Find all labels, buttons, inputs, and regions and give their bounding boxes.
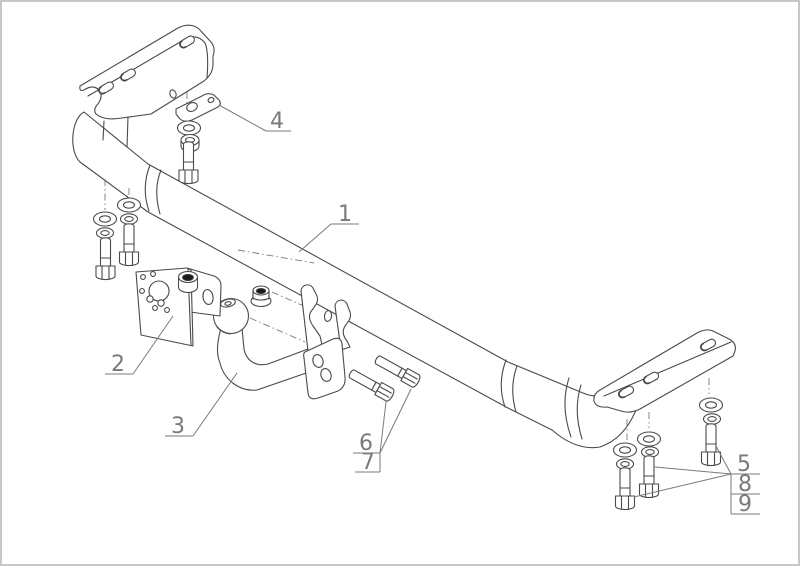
callout-6-7: 6 7 bbox=[353, 388, 412, 475]
callout-1: 1 bbox=[298, 202, 359, 253]
ball-neck bbox=[216, 327, 313, 391]
hex-bolt bbox=[614, 467, 636, 511]
hex-bolt bbox=[372, 352, 423, 389]
flat-washer bbox=[636, 431, 662, 447]
callout-7-label: 7 bbox=[361, 450, 375, 475]
hex-bolt bbox=[95, 237, 116, 281]
gusset-line bbox=[102, 120, 105, 141]
lock-washer bbox=[702, 413, 722, 425]
right-fastener-stacks bbox=[612, 378, 724, 511]
spacer-plate-assembly bbox=[175, 92, 221, 185]
callout-3: 3 bbox=[165, 372, 238, 439]
flat-washer bbox=[176, 120, 202, 136]
crossbar-tube bbox=[72, 111, 637, 449]
hex-bolt bbox=[346, 366, 397, 403]
gusset-line bbox=[126, 116, 129, 148]
flat-washer bbox=[698, 397, 724, 413]
callout-5-label: 5 bbox=[737, 452, 751, 477]
callout-5-8-9: 5 8 9 bbox=[633, 445, 760, 517]
flat-washer bbox=[116, 197, 142, 213]
left-fastener-stacks bbox=[92, 179, 142, 281]
callout-9-label: 9 bbox=[738, 492, 752, 517]
weld-seam-elbow bbox=[564, 377, 583, 440]
left-mounting-plate bbox=[79, 24, 215, 148]
callout-4-label: 4 bbox=[270, 109, 284, 134]
hex-bolts-6-7 bbox=[346, 352, 423, 403]
hex-bolt bbox=[700, 423, 722, 467]
callout-4: 4 bbox=[218, 104, 291, 134]
callout-2: 2 bbox=[105, 315, 174, 377]
callout-1-label: 1 bbox=[338, 202, 352, 227]
callout-6-label: 6 bbox=[359, 431, 373, 456]
hex-bolt bbox=[638, 455, 660, 499]
plate-small-hole bbox=[169, 89, 177, 99]
tow-ball bbox=[212, 297, 313, 391]
callout-2-label: 2 bbox=[111, 352, 125, 377]
flange-nut bbox=[250, 285, 272, 308]
bracket-rear-plate bbox=[334, 299, 352, 351]
right-mounting-plate bbox=[593, 329, 736, 413]
socket-bracket bbox=[135, 267, 222, 347]
hex-bolt bbox=[118, 223, 140, 267]
flat-washer bbox=[92, 211, 118, 227]
callout-8-label: 8 bbox=[738, 472, 752, 497]
ball-bracket bbox=[300, 284, 352, 400]
weld-seam-right bbox=[500, 359, 518, 413]
assembly-dash-lines bbox=[237, 249, 315, 343]
rubber-bush bbox=[177, 270, 199, 294]
bracket-front-plate bbox=[300, 284, 323, 352]
lock-washer bbox=[95, 227, 115, 239]
lock-washer bbox=[119, 213, 139, 225]
weld-seam-left bbox=[144, 164, 162, 215]
callout-3-label: 3 bbox=[171, 414, 185, 439]
flat-washer bbox=[612, 442, 638, 458]
